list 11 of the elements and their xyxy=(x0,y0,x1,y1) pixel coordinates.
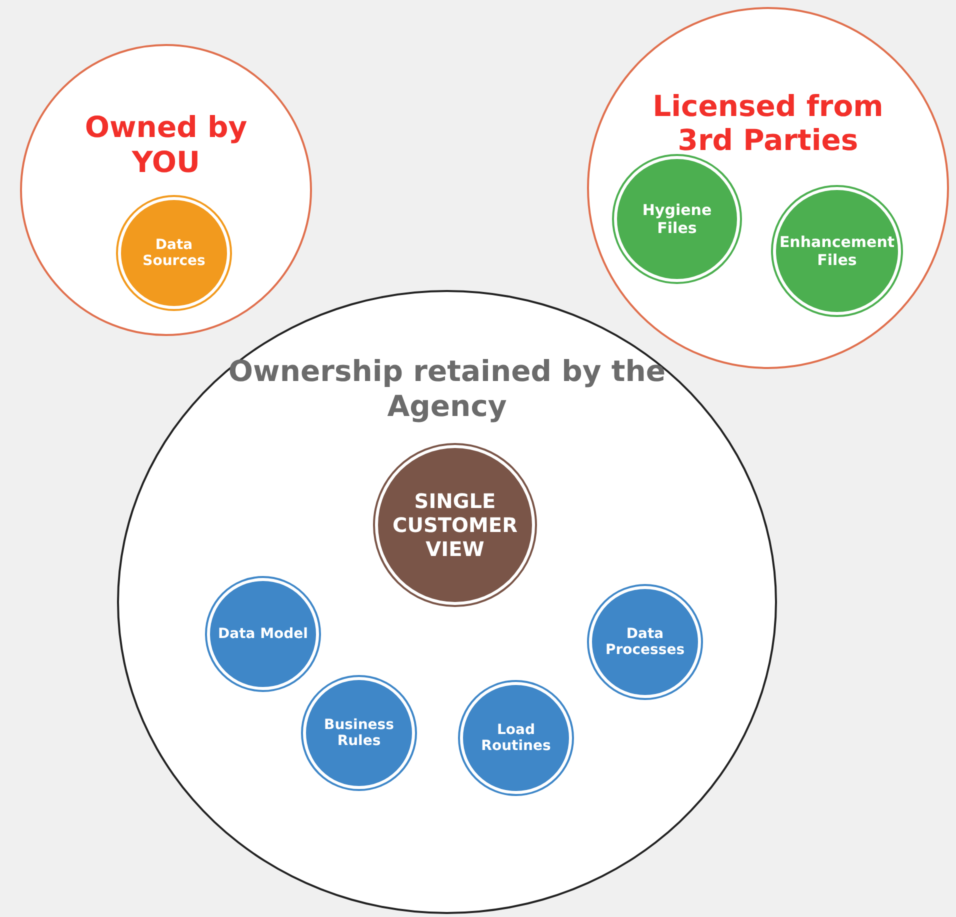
circle-label: Load Routines xyxy=(480,722,552,754)
circle-label: Data Sources xyxy=(142,237,206,269)
circle-label: SINGLE CUSTOMER VIEW xyxy=(392,489,518,561)
circle-label: Enhancement Files xyxy=(778,233,896,269)
group-title: Owned by YOU xyxy=(84,110,248,180)
group-title: Ownership retained by the Agency xyxy=(227,354,667,424)
group-title: Licensed from 3rd Parties xyxy=(652,88,884,158)
circle-label: Hygiene Files xyxy=(641,201,713,237)
circle-label: Business Rules xyxy=(323,717,395,749)
circle-label: Data Processes xyxy=(604,626,686,658)
circle-label: Data Model xyxy=(217,626,309,642)
